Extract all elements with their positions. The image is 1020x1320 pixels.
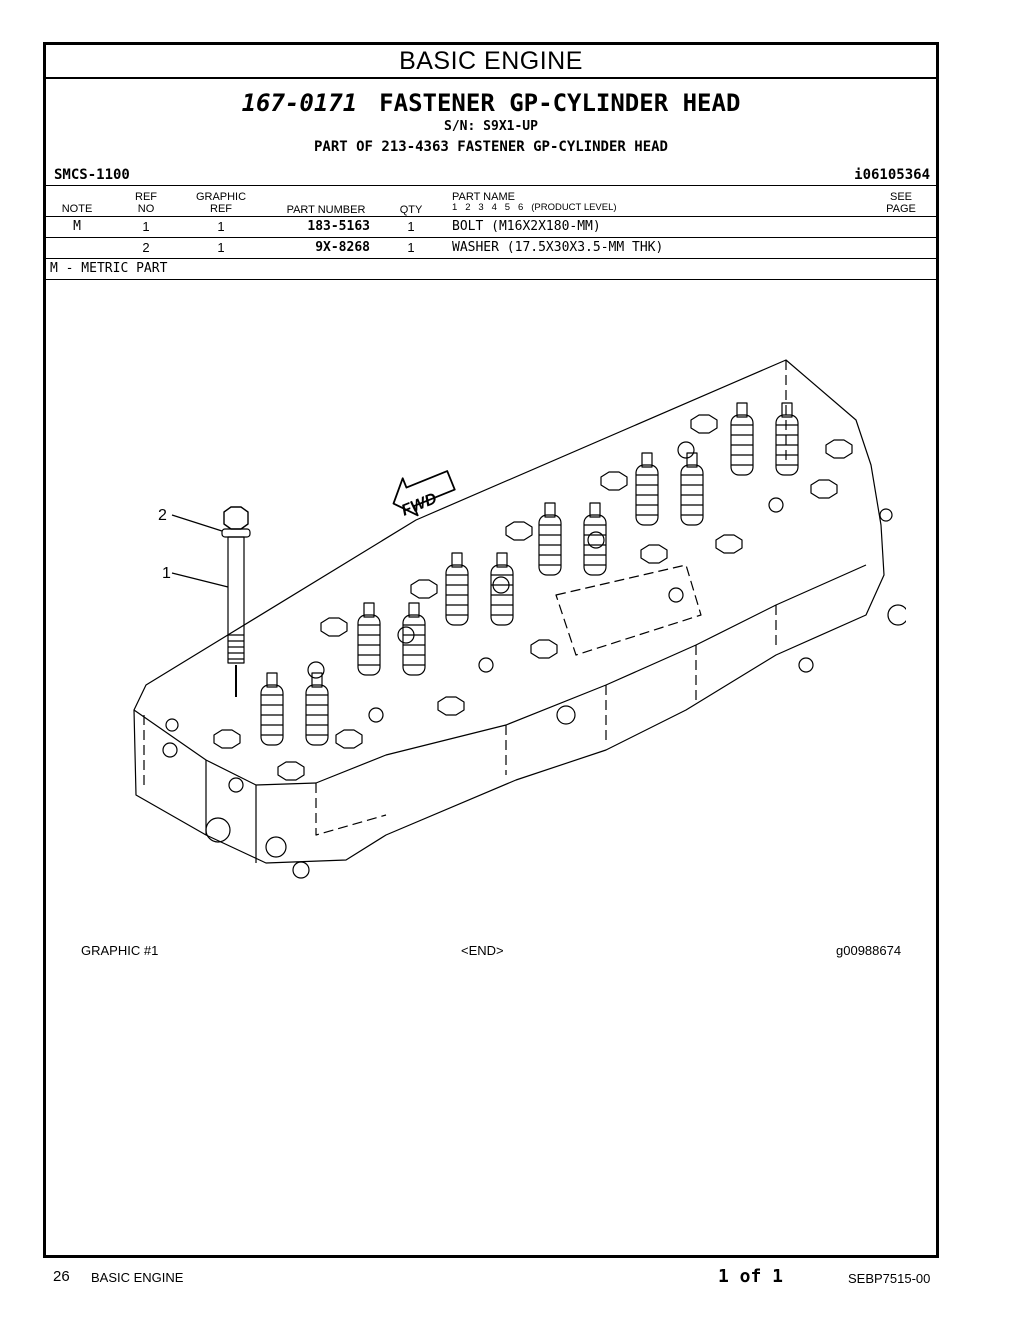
footer-section: BASIC ENGINE bbox=[91, 1270, 184, 1285]
row-part-number: 183-5163 bbox=[307, 219, 370, 234]
callout-2: 2 bbox=[158, 507, 167, 524]
row-ref: 1 bbox=[142, 219, 150, 234]
divider bbox=[46, 216, 936, 217]
row-part-name: BOLT (M16X2X180-MM) bbox=[452, 219, 601, 234]
group-name: FASTENER GP-CYLINDER HEAD bbox=[379, 89, 741, 117]
divider bbox=[46, 185, 936, 186]
page-of: 1 of 1 bbox=[718, 1266, 784, 1287]
col-ref-top: REF bbox=[135, 191, 157, 203]
graphic-id: g00988674 bbox=[836, 943, 902, 958]
divider bbox=[46, 237, 936, 238]
section-title: BASIC ENGINE bbox=[46, 45, 936, 79]
col-ref-bottom: NO bbox=[137, 203, 155, 215]
fwd-label: FWD bbox=[399, 490, 440, 520]
row-ref: 2 bbox=[142, 240, 150, 255]
page-frame: BASIC ENGINE 167-0171 FASTENER GP-CYLINDE… bbox=[43, 42, 939, 1258]
col-see-bottom: PAGE bbox=[886, 203, 916, 215]
row-qty: 1 bbox=[407, 219, 415, 234]
row-graphic: 1 bbox=[217, 219, 225, 234]
doc-ref: i06105364 bbox=[854, 167, 930, 183]
cylinder-head-drawing: FWD 2 1 bbox=[133, 359, 906, 879]
group-number: 167-0171 bbox=[241, 89, 358, 117]
divider bbox=[46, 258, 936, 259]
col-part-number: PART NUMBER bbox=[286, 204, 366, 216]
part-of: PART OF 213-4363 FASTENER GP-CYLINDER HE… bbox=[313, 139, 668, 155]
divider bbox=[46, 279, 936, 280]
col-graphic-top: GRAPHIC bbox=[195, 191, 247, 203]
col-see-top: SEE bbox=[889, 191, 912, 203]
col-qty: QTY bbox=[399, 204, 423, 216]
col-graphic-bottom: REF bbox=[210, 203, 232, 215]
callout-1: 1 bbox=[162, 565, 171, 582]
end-marker: <END> bbox=[461, 943, 504, 958]
graphic-label: GRAPHIC #1 bbox=[81, 943, 159, 958]
group-heading: 167-0171 FASTENER GP-CYLINDER HEAD bbox=[46, 89, 936, 117]
doc-number: SEBP7515-00 bbox=[848, 1271, 931, 1286]
legend-metric: M - METRIC PART bbox=[50, 261, 168, 276]
col-product-level: 1 2 3 4 5 6 (PRODUCT LEVEL) bbox=[452, 202, 617, 213]
col-note: NOTE bbox=[61, 203, 93, 215]
row-note: M bbox=[73, 219, 81, 234]
row-qty: 1 bbox=[407, 240, 415, 255]
row-part-name: WASHER (17.5X30X3.5-MM THK) bbox=[452, 240, 664, 255]
col-part-name: PART NAME bbox=[452, 191, 515, 203]
page-number: 26 bbox=[53, 1268, 70, 1285]
smcs-code: SMCS-1100 bbox=[54, 167, 130, 183]
row-part-number: 9X-8268 bbox=[315, 240, 370, 255]
serial-number: S/N: S9X1-UP bbox=[444, 119, 538, 134]
row-graphic: 1 bbox=[217, 240, 225, 255]
